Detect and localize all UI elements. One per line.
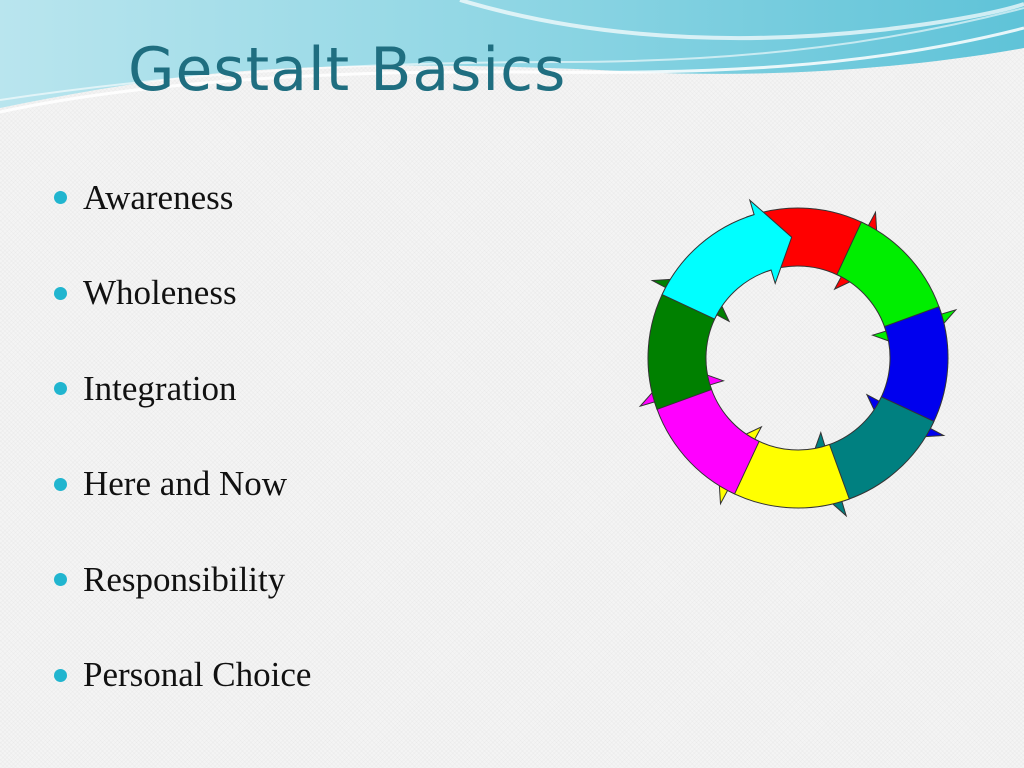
bullet-item-personal-choice: Personal Choice: [50, 628, 311, 724]
bullet-list: Awareness Wholeness Integration Here and…: [50, 150, 311, 723]
bullet-item-awareness: Awareness: [50, 150, 311, 246]
slide-title: Gestalt Basics: [128, 35, 567, 105]
bullet-label: Integration: [83, 368, 237, 408]
circle-bullet-icon: [54, 477, 67, 491]
header-wave-decoration: [0, 0, 1024, 114]
circle-bullet-icon: [54, 573, 67, 587]
cycle-arrow: [661, 198, 793, 320]
bullet-item-wholeness: Wholeness: [50, 246, 311, 342]
bullet-label: Here and Now: [83, 464, 288, 504]
circle-bullet-icon: [54, 286, 67, 300]
circle-bullet-icon: [54, 382, 67, 396]
bullet-label: Wholeness: [83, 273, 237, 313]
bullet-item-here-and-now: Here and Now: [50, 437, 311, 533]
bullet-item-integration: Integration: [50, 341, 311, 437]
bullet-label: Personal Choice: [83, 655, 312, 695]
circular-arrows-icon: [638, 198, 958, 518]
circle-bullet-icon: [54, 191, 67, 205]
bullet-item-responsibility: Responsibility: [50, 532, 311, 628]
bullet-label: Responsibility: [83, 559, 286, 599]
circle-bullet-icon: [54, 668, 67, 682]
bullet-label: Awareness: [83, 177, 234, 217]
